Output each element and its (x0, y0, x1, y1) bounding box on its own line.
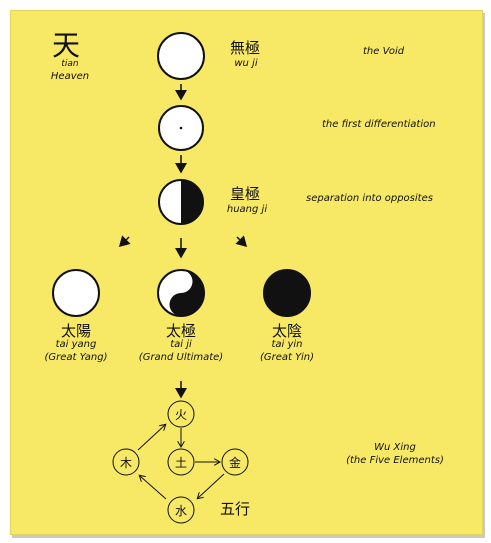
arrow-metal-water (198, 473, 225, 498)
arrow-right (235, 235, 248, 248)
taiyang-char: 太陽 (60, 322, 91, 340)
center-dot (179, 126, 183, 130)
wuxing-char: 五行 (220, 500, 251, 518)
heaven-pinyin: tian (61, 59, 79, 69)
taiji-english: (Grand Ultimate) (138, 352, 224, 363)
diagram-panel (10, 10, 483, 535)
taiyin-english: (Great Yin) (259, 352, 315, 363)
wuji-char: 無極 (230, 39, 261, 57)
wuji-desc: the Void (363, 46, 405, 57)
heaven-char: 天 (52, 29, 81, 62)
arrow-left (118, 235, 131, 248)
taiyin-circle (263, 269, 311, 317)
yin-yang-symbol (157, 269, 205, 317)
taiyin-char: 太陰 (271, 322, 302, 340)
huangji-desc: separation into opposites (306, 193, 433, 204)
metal-glyph: 金 (228, 456, 241, 470)
wood-circle (112, 448, 140, 476)
water-circle (167, 496, 195, 524)
taiyin-pinyin: tai yin (271, 339, 303, 350)
first-diff-desc: the first differentiation (322, 119, 436, 130)
huangji-char: 皇極 (230, 185, 261, 203)
huangji-dark-half (181, 180, 203, 224)
fire-circle (167, 400, 195, 428)
taiyang-pinyin: tai yang (55, 339, 97, 350)
wood-glyph: 木 (119, 456, 132, 470)
earth-circle (167, 448, 195, 476)
taiyang-circle (52, 269, 100, 317)
water-glyph: 水 (174, 504, 187, 518)
wuji-circle (157, 32, 205, 80)
wuxing-subtitle: (the Five Elements) (346, 455, 444, 466)
arrow-wood-fire (137, 425, 165, 451)
heaven-english: Heaven (50, 71, 90, 82)
wuji-pinyin: wu ji (234, 58, 258, 69)
huangji-pinyin: huang ji (226, 204, 268, 215)
arrow-water-wood (140, 476, 167, 500)
taiji-pinyin: tai ji (170, 339, 192, 350)
wuxing-title: Wu Xing (374, 442, 416, 453)
metal-circle (221, 448, 249, 476)
taiyang-english: (Great Yang) (44, 352, 108, 363)
fire-glyph: 火 (174, 408, 187, 422)
earth-glyph: 土 (174, 456, 187, 470)
taiji-char: 太極 (165, 322, 196, 340)
